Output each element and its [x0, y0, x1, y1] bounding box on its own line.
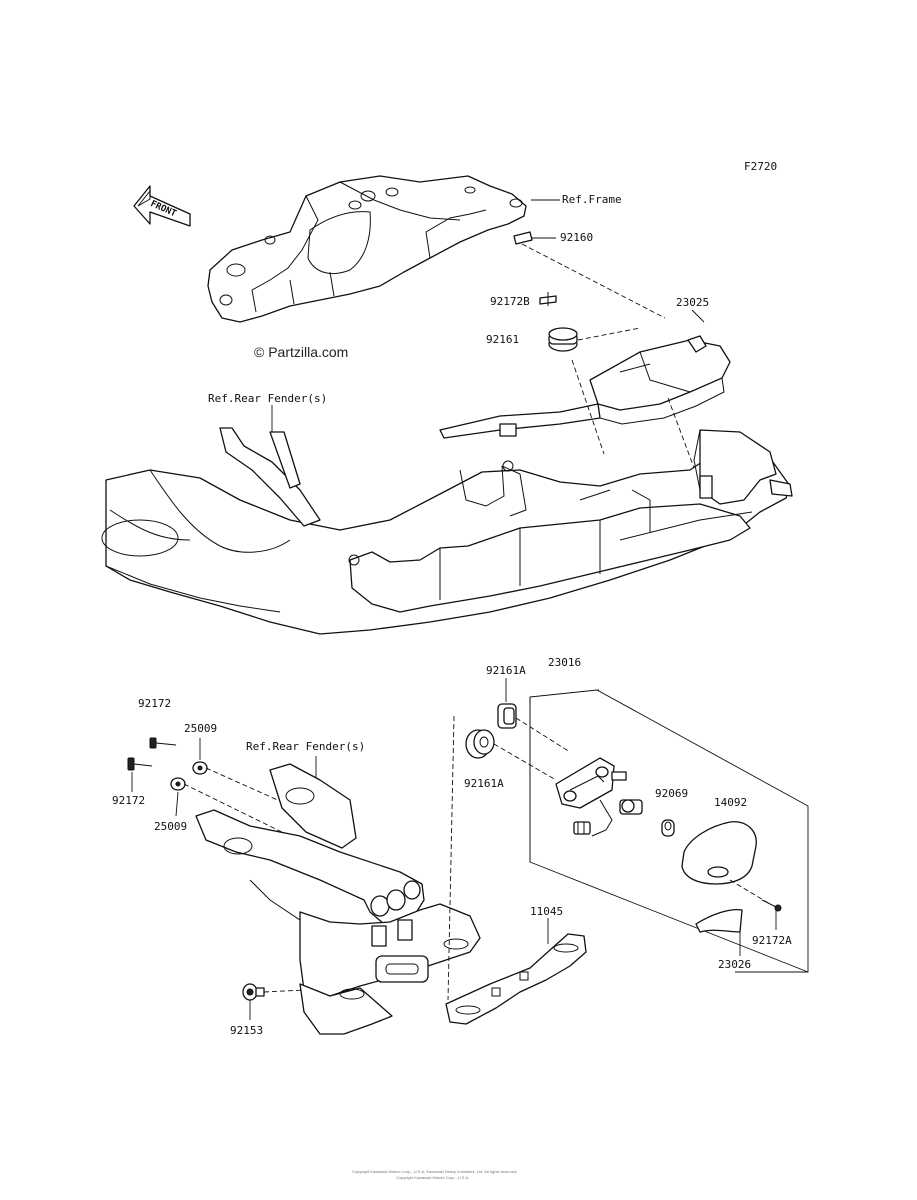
license-plate-bracket: [195, 763, 481, 1035]
grommet-92161a-bottom-icon: [465, 729, 495, 759]
part-92161a-bottom-label: 92161A: [464, 777, 504, 790]
part-92069-label: 92069: [655, 787, 688, 800]
ref-frame-label: Ref.Frame: [562, 193, 622, 206]
part-25009-bottom-label: 25009: [154, 820, 187, 833]
bolt-92153-icon: [242, 983, 265, 1001]
grommet-92161-icon: [548, 327, 578, 352]
ref-rear-fender-top-label: Ref.Rear Fender(s): [208, 392, 327, 405]
part-92161-label: 92161: [486, 333, 519, 346]
part-23025-label: 23025: [676, 296, 709, 309]
washer-25009-top-icon: [192, 761, 208, 775]
part-92160-label: 92160: [560, 231, 593, 244]
part-92172-top-label: 92172: [138, 697, 171, 710]
bolt-92172-top-icon: [149, 737, 177, 749]
screw-92172b-icon: [539, 292, 557, 306]
footer-line-2: Copyright Kawasaki Motors Corp., U.S.A.: [396, 1175, 469, 1180]
grommet-92161a-top-icon: [497, 703, 517, 729]
lens-cover-14092: [681, 821, 757, 885]
rear-fender-top: [101, 427, 793, 635]
part-14092-label: 14092: [714, 796, 747, 809]
part-23016-label: 23016: [548, 656, 581, 669]
connector-icon: [573, 821, 591, 835]
plate-bracket-11045: [445, 933, 587, 1025]
footer-line-1: Copyright Kawasaki Motors Corp., U.S.A. …: [352, 1169, 517, 1174]
part-92153-label: 92153: [230, 1024, 263, 1037]
part-25009-top-label: 25009: [184, 722, 217, 735]
figure-code: F2720: [744, 160, 777, 173]
part-92172b-label: 92172B: [490, 295, 530, 308]
bolt-92172-bottom-icon: [127, 757, 153, 771]
watermark: © Partzilla.com: [254, 344, 348, 360]
part-92172a-label: 92172A: [752, 934, 792, 947]
part-23026-label: 23026: [718, 958, 751, 971]
reflector-23026-icon: [695, 908, 743, 933]
ref-rear-fender-bottom-label: Ref.Rear Fender(s): [246, 740, 365, 753]
part-92161a-top-label: 92161A: [486, 664, 526, 677]
bulb-92069-icon: [661, 819, 675, 837]
screw-92172a-icon: [761, 899, 782, 912]
part-11045-label: 11045: [530, 905, 563, 918]
part-92172-bottom-label: 92172: [112, 794, 145, 807]
clip-92160-icon: [513, 231, 533, 245]
tail-light-housing: [555, 757, 627, 837]
washer-25009-bottom-icon: [170, 777, 186, 791]
frame-outline: [207, 175, 527, 323]
socket-icon: [619, 799, 643, 815]
tail-light-assembly-box: [529, 689, 809, 973]
front-arrow-icon: FRONT: [133, 185, 191, 227]
bracket-23025: [439, 335, 731, 439]
